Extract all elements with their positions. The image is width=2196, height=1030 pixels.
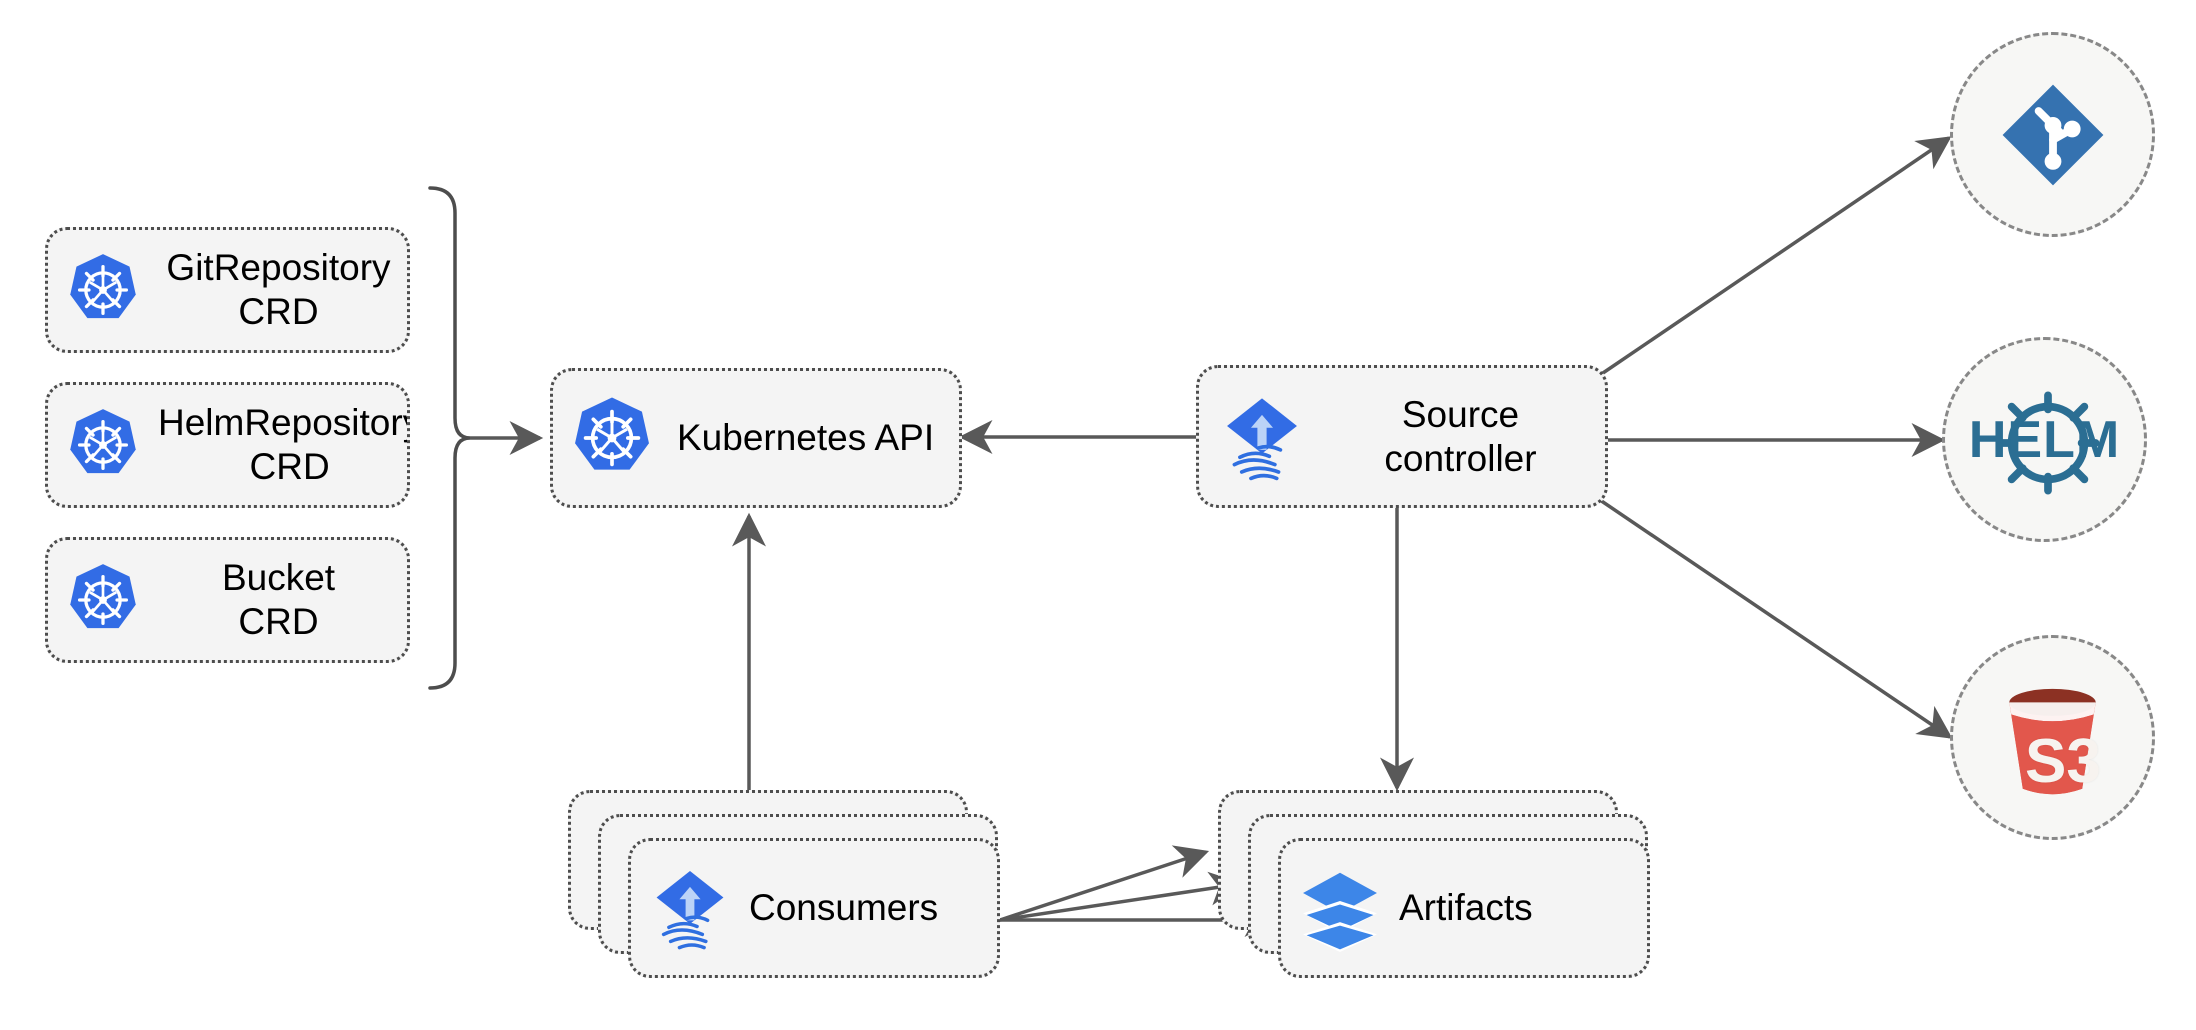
crd-box-bucket[interactable]: Bucket CRD — [45, 537, 410, 663]
s3-bucket-icon — [2009, 688, 2096, 795]
edge-consumers-to-artifacts-2 — [999, 871, 1244, 922]
source-controller-box[interactable]: Source controller — [1196, 365, 1608, 508]
crd-box-helmrepository[interactable]: HelmRepository CRD — [45, 382, 410, 508]
edge-source-to-git — [1599, 136, 1952, 377]
kubernetes-icon — [553, 394, 671, 482]
crd-label: Bucket CRD — [221, 557, 336, 642]
artifacts-box[interactable]: Artifacts — [1278, 838, 1650, 978]
source-controller-label: Source controller — [1384, 393, 1537, 479]
kubernetes-api-label: Kubernetes API — [677, 417, 935, 459]
crd-label: HelmRepository CRD — [158, 402, 410, 487]
flux-icon — [1199, 391, 1324, 483]
kubernetes-api-box[interactable]: Kubernetes API — [550, 368, 962, 508]
helm-label: HELM — [1968, 410, 2121, 469]
layers-icon — [1281, 864, 1399, 952]
consumers-label: Consumers — [749, 887, 939, 929]
helm-icon — [1996, 391, 2100, 495]
kubernetes-icon — [48, 406, 158, 484]
consumers-box[interactable]: Consumers — [628, 838, 1000, 978]
edge-source-to-s3 — [1599, 498, 1953, 739]
artifacts-label: Artifacts — [1399, 887, 1533, 929]
s3-backend-circle[interactable]: S3 — [1950, 635, 2155, 840]
kubernetes-icon — [48, 561, 158, 639]
crd-box-gitrepository[interactable]: GitRepository CRD — [45, 227, 410, 353]
crd-label: GitRepository CRD — [166, 247, 391, 332]
helm-backend-circle[interactable]: HELM — [1942, 337, 2147, 542]
git-backend-circle[interactable] — [1950, 32, 2155, 237]
flux-icon — [631, 864, 749, 952]
git-icon — [2002, 84, 2103, 185]
edge-consumers-to-artifacts-1 — [999, 845, 1210, 922]
crd-group-brace — [428, 186, 471, 690]
s3-label: S3 — [2025, 727, 2101, 796]
kubernetes-icon — [48, 251, 158, 329]
